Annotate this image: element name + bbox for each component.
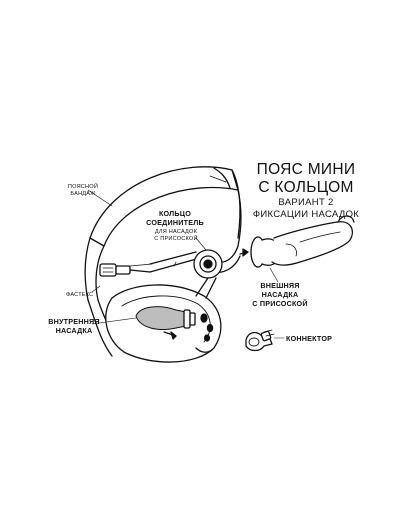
label-belt-line-2: БАНДАЖ [70,191,96,197]
label-fastex: ФАСТЕКС [66,292,94,298]
label-ring-line-2: СОЕДИНИТЕЛЬ [146,218,204,227]
label-inner-line-2: НАСАДКА [55,326,93,335]
label-connector: КОННЕКТОР [286,334,333,343]
title-line-2: С КОЛЬЦОМ [258,179,354,196]
subtitle-line-2: ФИКСАЦИИ НАСАДОК [252,209,360,220]
connector-shape [245,329,275,352]
label-outer-line-3: С ПРИСОСКОЙ [252,299,308,308]
leader-lines [87,189,285,339]
outer-attachment-shape [239,215,355,268]
title-line-1: ПОЯС МИНИ [256,161,356,178]
label-belt-line-1: ПОЯСНОЙ [67,184,99,190]
label-outer-line-2: НАСАДКА [261,290,299,299]
label-ring-line-1: КОЛЬЦО [158,209,192,218]
fastex-buckle [99,263,153,277]
label-ring-sub-2: С ПРИСОСКОЙ [154,236,198,242]
inner-attachment-shape [135,306,196,340]
label-outer-line-1: ВНЕШНЯЯ [260,281,300,290]
subtitle-line-1: ВАРИАНТ 2 [278,197,334,208]
label-inner-line-1: ВНУТРЕННЯЯ [48,317,100,326]
connector-ring-shape [193,249,223,279]
label-ring-sub-1: ДЛЯ НАСАДОК [154,229,198,235]
